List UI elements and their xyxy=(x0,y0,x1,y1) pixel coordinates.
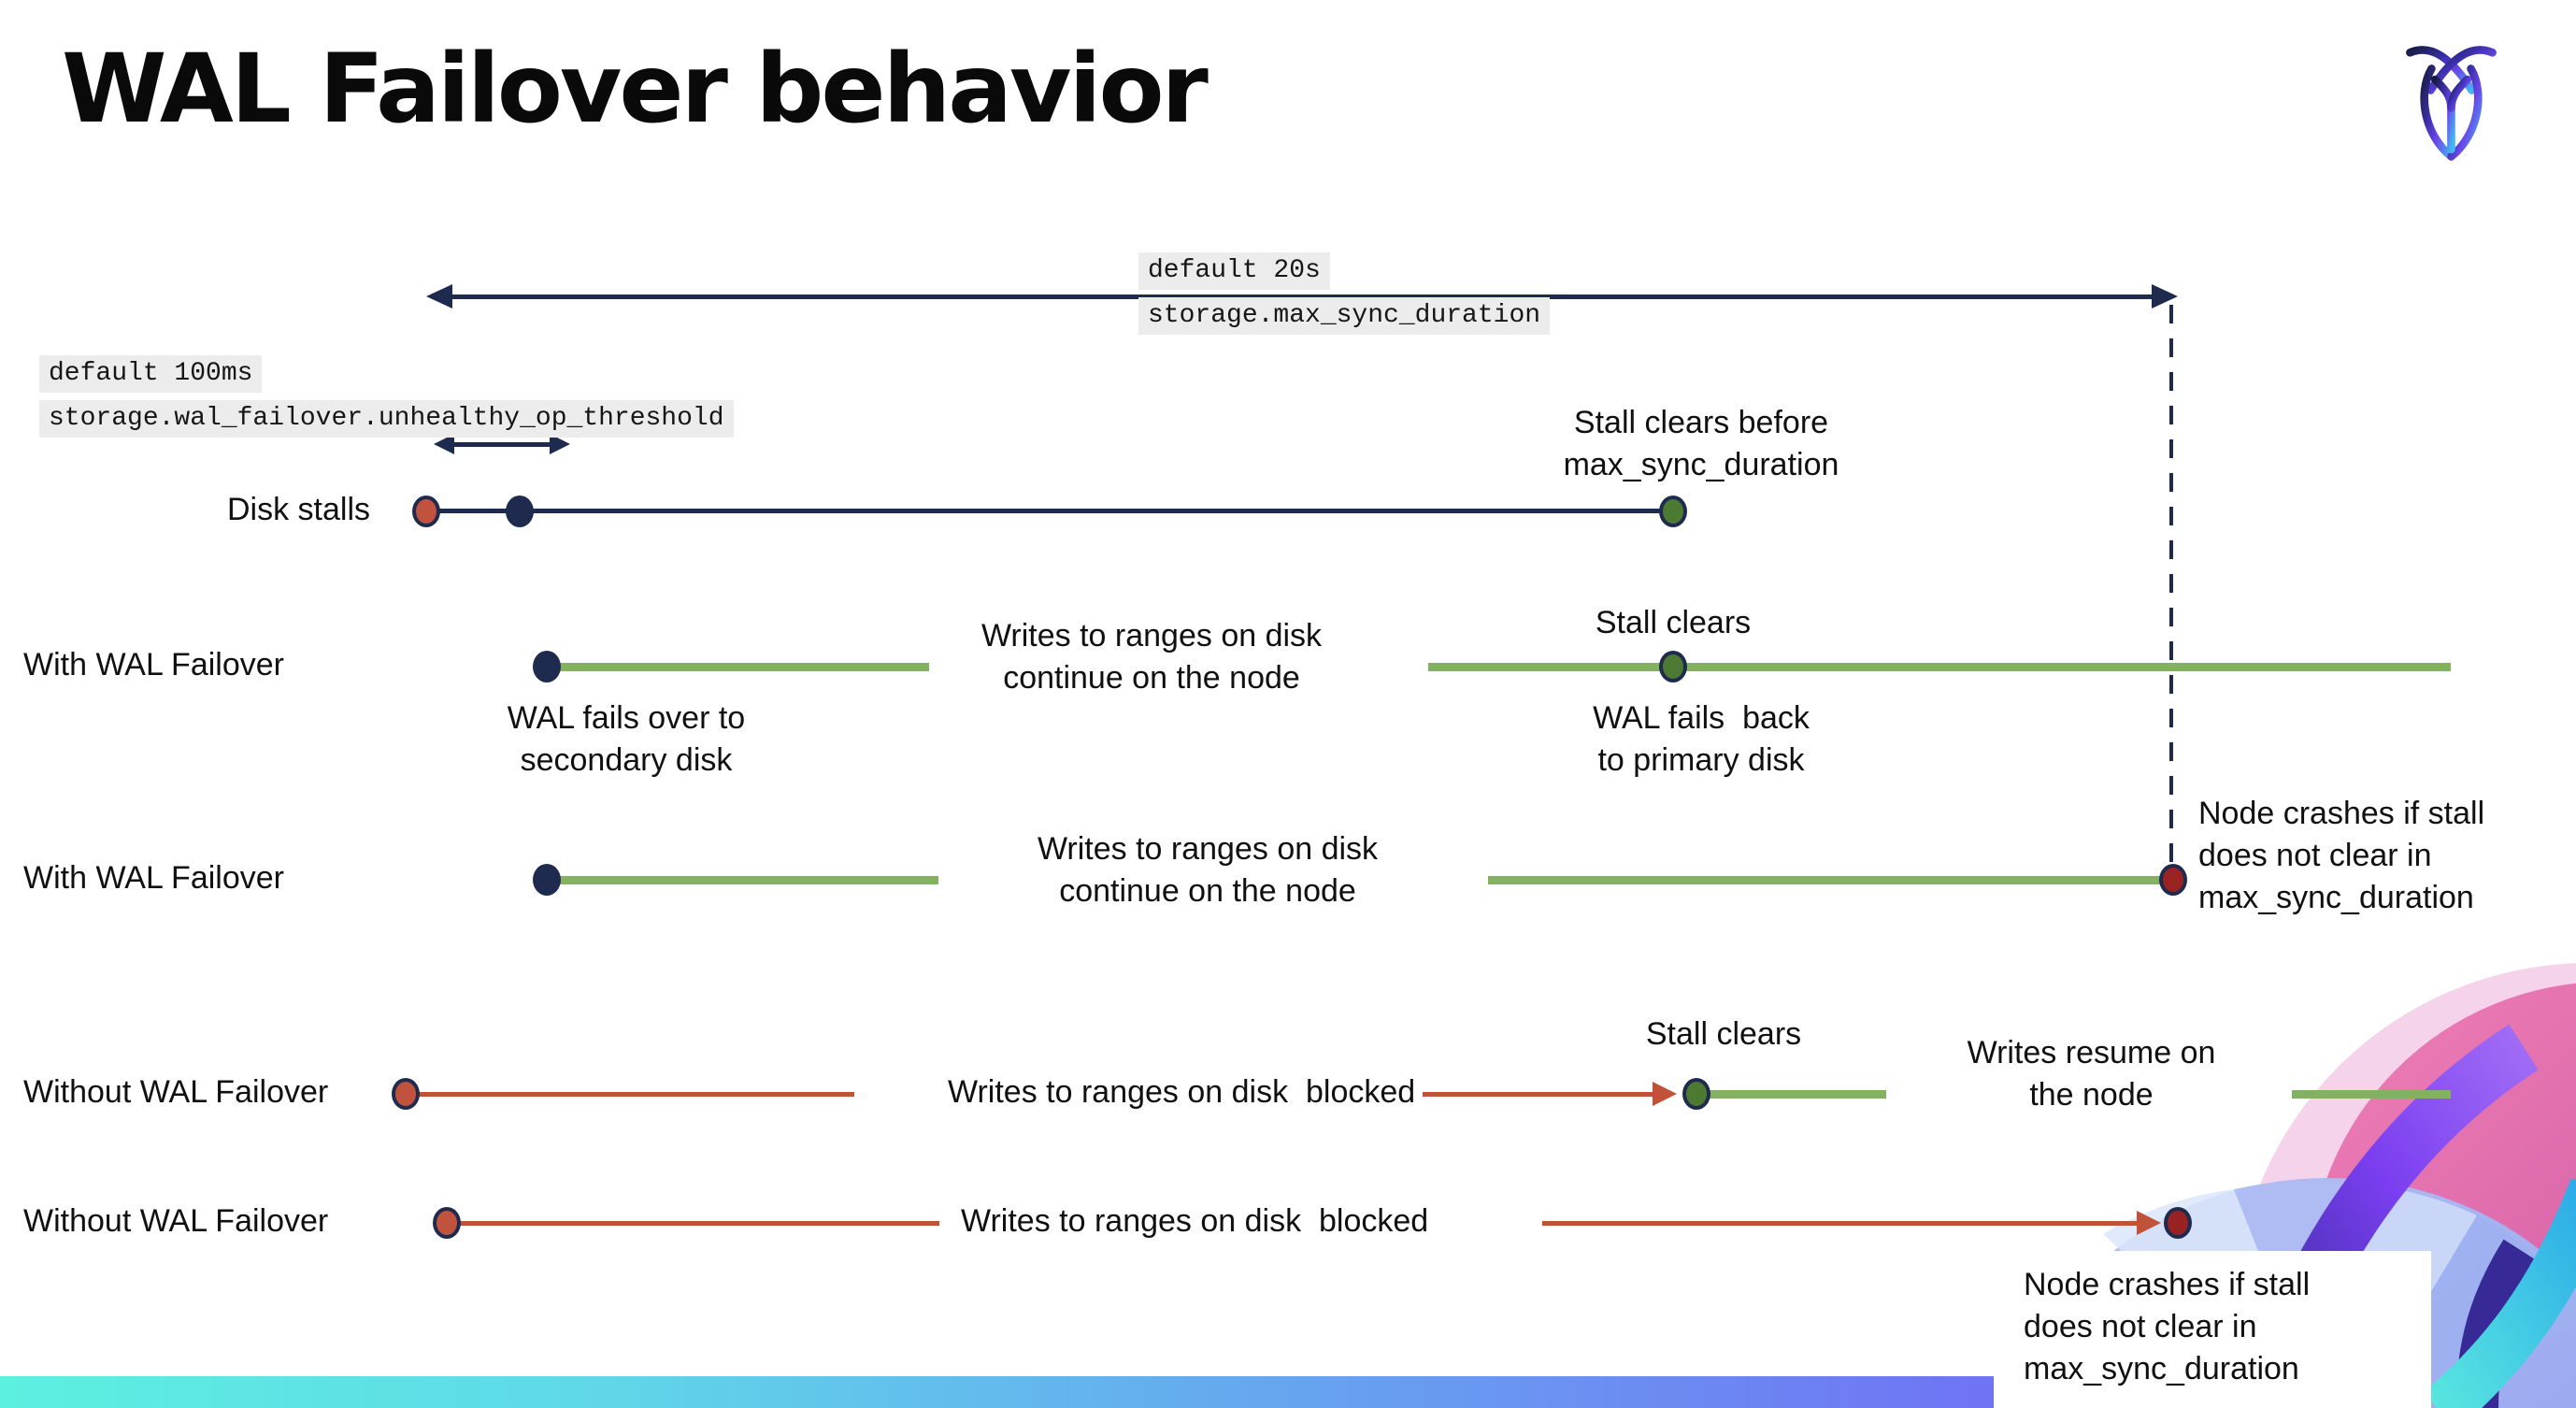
node-crash-card: Node crashes if stall does not clear in … xyxy=(1994,1251,2431,1408)
node-crash-dot xyxy=(2164,1207,2192,1239)
writes-blocked-line xyxy=(1423,1092,1653,1097)
row-label-disk-stalls: Disk stalls xyxy=(227,492,371,527)
stall-start-dot xyxy=(433,1207,461,1239)
failover-dot xyxy=(533,651,561,682)
writes-continue-line xyxy=(1488,876,2165,884)
stall-start-dot xyxy=(392,1078,420,1110)
stall-clear-dot xyxy=(1659,651,1687,682)
row-label-without-wal-failover: Without WAL Failover xyxy=(23,1203,329,1239)
max-sync-deadline-dashed-line xyxy=(2169,305,2173,868)
page-title: WAL Failover behavior xyxy=(62,34,1209,145)
writes-blocked-line xyxy=(458,1221,939,1226)
arrowhead-left-icon xyxy=(426,284,452,309)
arrowhead-right-icon xyxy=(550,434,570,454)
failback-primary-text: WAL fails back to primary disk xyxy=(1593,700,1810,778)
stall-clear-dot xyxy=(1682,1078,1710,1110)
arrowhead-right-icon xyxy=(2152,284,2178,309)
writes-resume-line xyxy=(2292,1090,2451,1099)
failover-dot xyxy=(533,864,561,896)
writes-continue-line xyxy=(1428,663,2451,671)
max-sync-default-label: default 20s xyxy=(1138,252,1330,290)
node-crash-dot xyxy=(2159,864,2187,896)
writes-resume-text: Writes resume on the node xyxy=(1967,1035,2216,1113)
max-sync-duration-span-line xyxy=(437,295,2154,299)
red-arrowhead-icon xyxy=(2137,1211,2161,1235)
failover-secondary-text: WAL fails over to secondary disk xyxy=(507,700,746,778)
writes-continue-text: Writes to ranges on disk continue on the… xyxy=(1037,831,1379,909)
writes-blocked-line xyxy=(417,1092,854,1097)
node-crash-text: Node crashes if stall does not clear in … xyxy=(2024,1267,2311,1386)
writes-resume-line xyxy=(1709,1090,1886,1099)
stall-clears-text: Stall clears xyxy=(1645,1016,1802,1052)
writes-blocked-line xyxy=(1542,1221,2137,1226)
row-label-with-wal-failover: With WAL Failover xyxy=(23,860,284,896)
threshold-dot xyxy=(506,496,534,527)
stall-clears-text: Stall clears xyxy=(1595,605,1752,640)
writes-continue-text: Writes to ranges on disk continue on the… xyxy=(980,618,1323,696)
unhealthy-op-default-label: default 100ms xyxy=(39,355,263,393)
timeline-line xyxy=(430,509,1664,513)
unhealthy-op-setting-label: storage.wal_failover.unhealthy_op_thresh… xyxy=(39,400,734,438)
stall-clear-dot xyxy=(1659,496,1687,527)
writes-blocked-text: Writes to ranges on disk blocked xyxy=(948,1074,1416,1110)
unhealthy-op-span-line xyxy=(449,442,551,447)
writes-continue-line xyxy=(557,876,938,884)
row-label-with-wal-failover: With WAL Failover xyxy=(23,647,284,682)
row-label-without-wal-failover: Without WAL Failover xyxy=(23,1074,329,1110)
arrowhead-left-icon xyxy=(434,434,454,454)
cockroachdb-logo-icon xyxy=(2406,46,2497,161)
max-sync-setting-label: storage.max_sync_duration xyxy=(1138,297,1551,335)
writes-continue-line xyxy=(557,663,929,671)
stall-clears-before-text: Stall clears before max_sync_duration xyxy=(1563,405,1839,482)
node-crash-text: Node crashes if stall does not clear in … xyxy=(2198,796,2485,915)
stall-start-dot xyxy=(412,496,440,527)
red-arrowhead-icon xyxy=(1653,1082,1677,1106)
writes-blocked-text: Writes to ranges on disk blocked xyxy=(961,1203,1429,1239)
